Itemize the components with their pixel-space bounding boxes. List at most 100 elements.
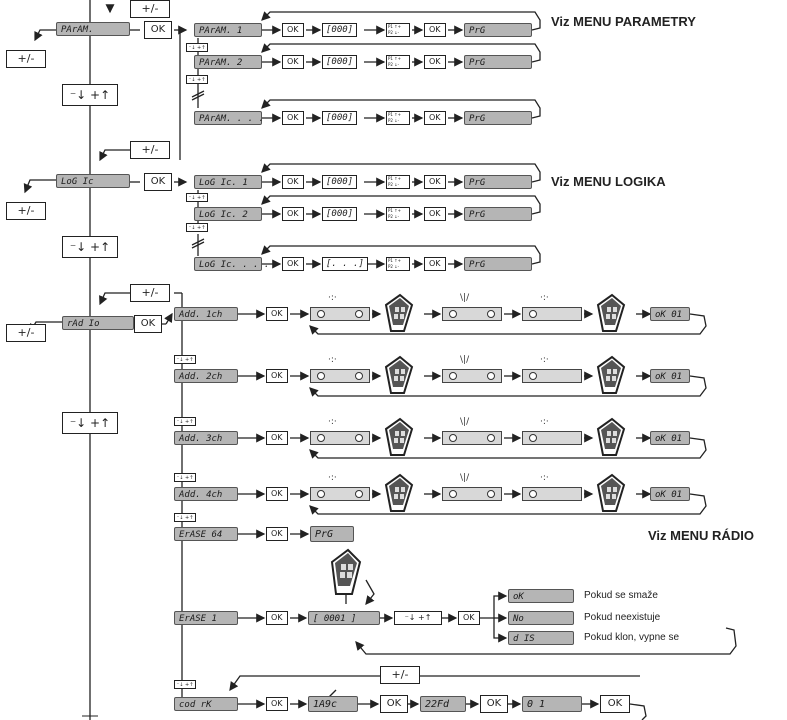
ok-button[interactable]: OK — [282, 175, 304, 189]
prg-display: PrG — [310, 526, 354, 542]
ok-button[interactable]: OK — [424, 23, 446, 37]
led-display — [310, 307, 370, 321]
prg-display: PrG — [464, 55, 532, 69]
ok-button[interactable]: OK — [424, 257, 446, 271]
logic-menu-display: LoG Ic — [56, 174, 130, 188]
ok-button[interactable]: OK — [144, 173, 172, 191]
led-dot-icon — [449, 434, 457, 442]
led-flash-icon: \|/ — [460, 355, 469, 365]
led-flash-icon: ·:· — [328, 355, 337, 365]
led-dot-icon — [317, 372, 325, 380]
led-flash-icon: ·:· — [540, 473, 549, 483]
up-down-small-button[interactable]: ⁻↓ +↑ — [174, 417, 196, 426]
up-down-small-button[interactable]: ⁻↓ +↑ — [186, 193, 208, 202]
up-down-small-button[interactable]: ⁻↓ +↑ — [186, 223, 208, 232]
radio-menu-display: rAd Io — [62, 316, 134, 330]
result-display: oK 01 — [650, 307, 690, 321]
up-down-small-button[interactable]: ⁻↓ +↑ — [186, 75, 208, 84]
led-display — [442, 369, 502, 383]
led-dot-icon — [529, 310, 537, 318]
up-down-small-button[interactable]: ⁻↓ +↑ — [174, 473, 196, 482]
up-down-button[interactable]: ⁻↓ +↑ — [62, 84, 118, 106]
up-down-button[interactable]: ⁻↓ +↑ — [62, 412, 118, 434]
ok-button[interactable]: OK — [380, 695, 408, 713]
led-display — [310, 369, 370, 383]
led-flash-icon: \|/ — [460, 293, 469, 303]
section-title-parametry: Viz MENU PARAMETRY — [551, 14, 696, 29]
value-display: [000] — [322, 175, 357, 189]
plus-minus-button[interactable]: +/- — [6, 202, 46, 220]
ok-button[interactable]: OK — [266, 527, 288, 541]
led-flash-icon: ·:· — [328, 417, 337, 427]
led-dot-icon — [449, 372, 457, 380]
ok-button[interactable]: OK — [266, 431, 288, 445]
remote-control-icon — [382, 293, 406, 327]
param-item-display: PArAM. 2 — [194, 55, 262, 69]
ok-button[interactable]: OK — [424, 175, 446, 189]
code-display: 22Fd — [420, 696, 466, 712]
plus-minus-button[interactable]: +/- — [6, 50, 46, 68]
outcome-text: Pokud se smaže — [584, 590, 658, 601]
outcome-code-display: No — [508, 611, 574, 625]
result-display: oK 01 — [650, 369, 690, 383]
ok-button[interactable]: OK — [266, 487, 288, 501]
ok-button[interactable]: OK — [458, 611, 480, 625]
plus-minus-button[interactable]: +/- — [130, 0, 170, 18]
ok-button[interactable]: OK — [134, 315, 162, 333]
ok-button[interactable]: OK — [266, 307, 288, 321]
led-dot-icon — [355, 310, 363, 318]
led-display — [442, 307, 502, 321]
led-dot-icon — [487, 490, 495, 498]
p1-p2-keys: P1 ↑+P2 ↓- — [386, 111, 410, 125]
ok-button[interactable]: OK — [424, 55, 446, 69]
up-down-small-button[interactable]: ⁻↓ +↑ — [174, 513, 196, 522]
value-display: [000] — [322, 111, 357, 125]
ok-button[interactable]: OK — [282, 207, 304, 221]
led-display — [522, 487, 582, 501]
ok-button[interactable]: OK — [282, 23, 304, 37]
ok-button[interactable]: OK — [480, 695, 508, 713]
add-channel-display: Add. 4ch — [174, 487, 238, 501]
plus-minus-button[interactable]: +/- — [6, 324, 46, 342]
ok-button[interactable]: OK — [600, 695, 630, 713]
ok-button[interactable]: OK — [282, 55, 304, 69]
plus-minus-button[interactable]: +/- — [380, 666, 420, 684]
led-display — [522, 431, 582, 445]
cod-rx-display: cod rK — [174, 697, 238, 711]
up-down-button[interactable]: ⁻↓ +↑ — [394, 611, 442, 625]
led-dot-icon — [529, 372, 537, 380]
led-dot-icon — [449, 310, 457, 318]
p1-p2-keys: P1 ↑+P2 ↓- — [386, 23, 410, 37]
ok-button[interactable]: OK — [424, 111, 446, 125]
led-flash-icon: \|/ — [460, 473, 469, 483]
remote-control-icon — [594, 293, 618, 327]
up-down-button[interactable]: ⁻↓ +↑ — [62, 236, 118, 258]
ok-button[interactable]: OK — [144, 21, 172, 39]
ok-button[interactable]: OK — [266, 369, 288, 383]
param-item-display: PArAM. 1 — [194, 23, 262, 37]
ok-button[interactable]: OK — [282, 257, 304, 271]
led-flash-icon: ·:· — [540, 355, 549, 365]
ok-button[interactable]: OK — [266, 697, 288, 711]
remote-control-icon — [382, 417, 406, 451]
ok-button[interactable]: OK — [424, 207, 446, 221]
led-dot-icon — [317, 490, 325, 498]
led-display — [522, 307, 582, 321]
erase1-display: ErASE 1 — [174, 611, 238, 625]
up-down-small-button[interactable]: ⁻↓ +↑ — [186, 43, 208, 52]
ok-button[interactable]: OK — [266, 611, 288, 625]
code-display: 0 1 — [522, 696, 582, 712]
led-dot-icon — [487, 434, 495, 442]
outcome-text: Pokud neexistuje — [584, 612, 660, 623]
plus-minus-button[interactable]: +/- — [130, 284, 170, 302]
value-display: [000] — [322, 55, 357, 69]
up-down-small-button[interactable]: ⁻↓ +↑ — [174, 355, 196, 364]
ok-button[interactable]: OK — [282, 111, 304, 125]
up-down-small-button[interactable]: ⁻↓ +↑ — [174, 680, 196, 689]
result-display: oK 01 — [650, 431, 690, 445]
prg-display: PrG — [464, 111, 532, 125]
remote-control-icon — [594, 417, 618, 451]
led-display — [310, 431, 370, 445]
plus-minus-button[interactable]: +/- — [130, 141, 170, 159]
led-dot-icon — [317, 434, 325, 442]
